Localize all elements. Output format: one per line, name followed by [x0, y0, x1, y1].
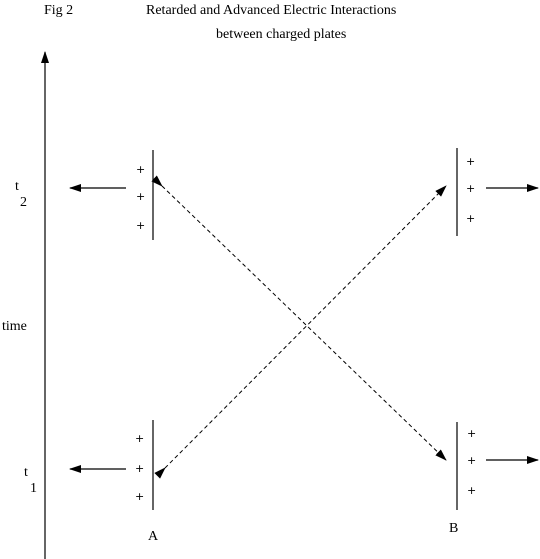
- charge-plus: +: [136, 163, 145, 176]
- t1-label: t: [24, 465, 28, 480]
- interaction-arrow-a-t1-to-b-t2: [154, 185, 447, 479]
- figure-title-line1: Retarded and Advanced Electric Interacti…: [146, 3, 396, 18]
- charge-plus: +: [136, 190, 145, 203]
- charge-plus: +: [467, 484, 476, 497]
- charge-plus: +: [466, 212, 475, 225]
- charge-plus: +: [466, 155, 475, 168]
- charge-plus: +: [135, 462, 144, 475]
- charge-plus: +: [466, 182, 475, 195]
- figure-label: Fig 2: [44, 3, 73, 18]
- plate-b-t2: + + +: [456, 148, 475, 236]
- t2-label: t: [15, 179, 19, 194]
- t1-subscript: 1: [30, 481, 37, 496]
- plate-a-t1: + + +: [135, 420, 154, 510]
- charge-plus: +: [467, 427, 476, 440]
- charge-plus: +: [467, 454, 476, 467]
- charge-plus: +: [135, 490, 144, 503]
- plate-b-t1: + + +: [456, 422, 476, 510]
- plate-a-label: A: [148, 529, 159, 544]
- charge-plus: +: [135, 432, 144, 445]
- plate-a-t2: + + +: [136, 150, 154, 240]
- plate-b-label: B: [449, 521, 458, 536]
- time-axis-label: time: [2, 319, 27, 334]
- interaction-arrow-a-t2-to-b-t1: [151, 175, 447, 461]
- t2-subscript: 2: [20, 195, 27, 210]
- figure-title-line2: between charged plates: [216, 27, 346, 42]
- charge-plus: +: [136, 219, 145, 232]
